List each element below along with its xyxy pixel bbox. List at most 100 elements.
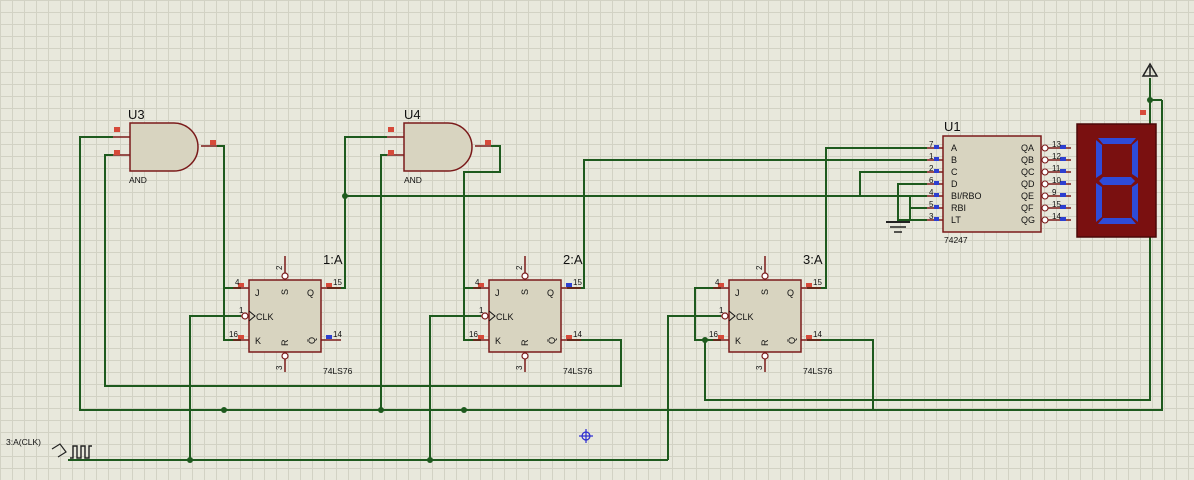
ff-part: 74LS76 <box>563 366 593 376</box>
decoder-input-label: LT <box>951 215 961 225</box>
decoder-output-num: 11 <box>1052 164 1061 173</box>
wires <box>68 80 1163 463</box>
ff-pin-j: J <box>255 288 260 298</box>
ff-pin-q: Q <box>547 288 554 298</box>
junction-dot <box>221 407 227 413</box>
ff-ref: 3:A <box>803 252 823 267</box>
ff-pin-r: R <box>760 339 770 346</box>
wire-ff2-q <box>567 159 927 289</box>
decoder-output-label: QD <box>1021 179 1035 189</box>
wire-dec-d <box>897 183 927 196</box>
segment-b <box>1132 140 1138 178</box>
decoder-input-label: A <box>951 143 957 153</box>
wire-u4-out <box>463 145 501 341</box>
segment-f <box>1096 140 1102 178</box>
ff-body <box>248 279 322 353</box>
wire-ff3-qbar-loop <box>807 339 874 410</box>
ff-num-q: 15 <box>573 278 582 287</box>
ff-num-q: 15 <box>333 278 342 287</box>
decoder-input-label: C <box>951 167 958 177</box>
junction-dot <box>427 457 433 463</box>
ff-pin-j: J <box>495 288 500 298</box>
ff-pin-qbar: Q̄ <box>787 337 797 344</box>
u3-ref: U3 <box>128 107 145 122</box>
ff-pin-qbar: Q̄ <box>547 337 557 344</box>
ff-num-r: 3 <box>515 365 524 370</box>
ff-part: 74LS76 <box>803 366 833 376</box>
wire-clk-ff3 <box>667 315 721 460</box>
ff-num-s: 2 <box>515 265 524 270</box>
ff-num-clk: 1 <box>719 306 724 315</box>
ff-body <box>728 279 802 353</box>
ff-ref: 1:A <box>323 252 343 267</box>
decoder-input-num: 4 <box>929 188 934 197</box>
ff-pin-qbar: Q̄ <box>307 337 317 344</box>
decoder-input-num: 2 <box>929 164 934 173</box>
decoder-input-num: 7 <box>929 140 934 149</box>
ff-pin-s: S <box>760 289 770 295</box>
decoder-input-label: D <box>951 179 958 189</box>
ff-part: 74LS76 <box>323 366 353 376</box>
ff-pin-k: K <box>735 336 741 346</box>
decoder-input-label: B <box>951 155 957 165</box>
segment-c <box>1132 183 1138 222</box>
origin-marker-icon <box>579 429 593 443</box>
u4-body <box>403 122 473 172</box>
ff-num-qbar: 14 <box>813 330 822 339</box>
u3-type: AND <box>129 175 147 185</box>
decoder-output-num: 15 <box>1052 200 1061 209</box>
ff-pin-k: K <box>495 336 501 346</box>
ff-pin-j: J <box>735 288 740 298</box>
clock-source[interactable]: 3:A(CLK) <box>6 437 92 459</box>
and-gate-u3[interactable]: U3 AND <box>113 107 217 185</box>
ff-pin-s: S <box>280 289 290 295</box>
ff-num-s: 2 <box>755 265 764 270</box>
decoder-output-num: 9 <box>1052 188 1057 197</box>
u1-body <box>942 135 1042 233</box>
decoder-output-label: QF <box>1021 203 1034 213</box>
junction-dot <box>187 457 193 463</box>
u4-ref: U4 <box>404 107 421 122</box>
ff-num-q: 15 <box>813 278 822 287</box>
ff-num-k: 16 <box>469 330 478 339</box>
junction-dot <box>342 193 348 199</box>
ff-pin-clk: CLK <box>736 312 754 322</box>
segment-e <box>1096 183 1102 222</box>
ff-num-r: 3 <box>275 365 284 370</box>
ff-num-clk: 1 <box>239 306 244 315</box>
u4-type: AND <box>404 175 422 185</box>
digit-segments <box>1096 138 1138 224</box>
wire-u4-in2 <box>380 154 387 410</box>
u1-part: 74247 <box>944 235 968 245</box>
segment-a <box>1098 138 1136 144</box>
power-terminal-icon <box>1141 62 1159 100</box>
decoder-output-label: QA <box>1021 143 1034 153</box>
ff-pin-r: R <box>280 339 290 346</box>
clock-label: 3:A(CLK) <box>6 437 41 447</box>
decoder-output-label: QC <box>1021 167 1035 177</box>
ff-num-k: 16 <box>709 330 718 339</box>
and-gate-u4[interactable]: U4 AND <box>387 107 491 185</box>
ff-pin-k: K <box>255 336 261 346</box>
ff-num-s: 2 <box>275 265 284 270</box>
ff-ref: 2:A <box>563 252 583 267</box>
wire-u3-in1-loop <box>79 100 1163 411</box>
ff-pin-clk: CLK <box>496 312 514 322</box>
decoder-output-label: QG <box>1021 215 1035 225</box>
ff-pin-s: S <box>520 289 530 295</box>
ff-pin-q: Q <box>787 288 794 298</box>
seven-segment-display[interactable] <box>1076 110 1157 238</box>
decoder-input-label: BI/RBO <box>951 191 982 201</box>
wire-vcc-rail <box>1149 80 1162 101</box>
decoder-output-label: QB <box>1021 155 1034 165</box>
segment-d <box>1098 218 1136 224</box>
ff-num-qbar: 14 <box>573 330 582 339</box>
decoder-input-num: 3 <box>929 212 934 221</box>
decoder-input-label: RBI <box>951 203 966 213</box>
